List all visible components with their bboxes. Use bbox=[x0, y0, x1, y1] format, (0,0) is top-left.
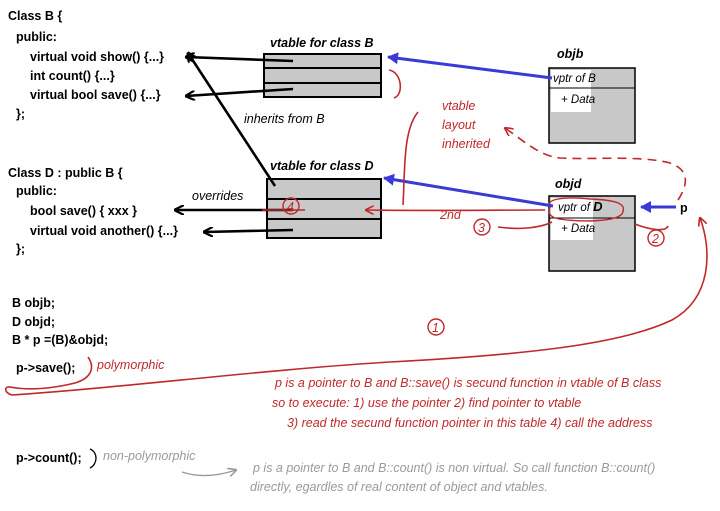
red-annotations bbox=[4, 111, 708, 396]
class-b-close: }; bbox=[16, 107, 25, 121]
poly-explanation-2: so to execute: 1) use the pointer 2) fin… bbox=[272, 396, 581, 410]
class-d-method-save: bool save() { xxx } bbox=[30, 204, 137, 218]
objb-vptr-label: vptr of B bbox=[553, 73, 596, 85]
decl-objd: D objd; bbox=[12, 315, 55, 329]
overrides-label: overrides bbox=[192, 189, 243, 203]
blue-arrows bbox=[383, 52, 676, 213]
step2-number: 2 bbox=[651, 232, 659, 246]
arrow-loop-p bbox=[4, 218, 708, 396]
step-markers: 4 3 2 1 bbox=[282, 197, 665, 336]
vtable-layout-line1: vtable bbox=[442, 99, 475, 113]
poly-label: polymorphic bbox=[96, 358, 165, 372]
vtable-d-title: vtable for class D bbox=[270, 159, 374, 173]
class-d-code: Class D : public B { public: bool save()… bbox=[8, 166, 178, 256]
arrow-objb-vptr bbox=[387, 52, 553, 80]
step1-circle bbox=[427, 318, 445, 336]
step3-number: 3 bbox=[478, 221, 485, 235]
arrow-objd-vptr bbox=[383, 173, 554, 208]
step4-number: 4 bbox=[287, 200, 294, 214]
class-d-access: public: bbox=[16, 184, 57, 198]
vtable-layout-line2: layout bbox=[442, 118, 476, 132]
layout-dashed-arc bbox=[505, 128, 687, 201]
vtable-layout-line3: inherited bbox=[442, 137, 491, 151]
objb-box bbox=[548, 67, 636, 144]
objd-data-label: + Data bbox=[561, 223, 595, 235]
vtable-b-bracket bbox=[388, 69, 402, 99]
nonpoly-arrow bbox=[181, 470, 236, 476]
class-b-method-count: int count() {...} bbox=[30, 69, 115, 83]
nonpoly-explanation-1: p is a pointer to B and B::count() is no… bbox=[252, 461, 655, 475]
step1-number: 1 bbox=[432, 321, 439, 335]
objd-vptr-label: vptr of D bbox=[558, 199, 603, 214]
layout-wavy-line bbox=[402, 111, 419, 206]
step2-circle bbox=[647, 229, 665, 247]
class-b-method-show: virtual void show() {...} bbox=[30, 50, 164, 64]
objd-box bbox=[548, 195, 636, 272]
arrow-another bbox=[204, 230, 294, 232]
inherits-label: inherits from B bbox=[244, 112, 325, 126]
decl-objb: B objb; bbox=[12, 296, 55, 310]
nonpoly-call-code: p->count(); bbox=[16, 451, 82, 465]
class-b-code: Class B { public: virtual void show() {.… bbox=[8, 9, 164, 121]
poly-call-code: p->save(); bbox=[16, 361, 75, 375]
objb-data-label: + Data bbox=[561, 94, 595, 106]
vtable-d-box bbox=[266, 178, 382, 239]
poly-explanation-1: p is a pointer to B and B::save() is sec… bbox=[274, 376, 661, 390]
step2-connector bbox=[634, 223, 669, 231]
poly-explanation-3: 3) read the secund function pointer in t… bbox=[287, 416, 653, 430]
objd-title: objd bbox=[555, 177, 582, 191]
arrow-vtb-save bbox=[186, 87, 294, 96]
class-b-header: Class B { bbox=[8, 9, 62, 23]
step3-circle bbox=[473, 218, 491, 236]
class-b-method-save: virtual bool save() {...} bbox=[30, 88, 161, 102]
class-b-access: public: bbox=[16, 30, 57, 44]
vtable-b-title: vtable for class B bbox=[270, 36, 374, 50]
arrow-inherits bbox=[188, 53, 277, 187]
class-d-header: Class D : public B { bbox=[8, 166, 123, 180]
pointer-p: p bbox=[680, 201, 688, 215]
class-d-close: }; bbox=[16, 242, 25, 256]
nonpoly-bracket bbox=[89, 448, 97, 469]
nonpoly-label: non-polymorphic bbox=[103, 449, 196, 463]
objb-title: objb bbox=[557, 47, 584, 61]
nonpoly-explanation-2: directly, egardles of real content of ob… bbox=[250, 480, 548, 494]
step3-connector bbox=[497, 221, 553, 230]
class-d-method-another: virtual void another() {...} bbox=[30, 224, 178, 238]
step4-circle bbox=[282, 197, 300, 215]
arrow-vtb-show bbox=[186, 57, 294, 61]
declarations: B objb; D objd; B * p =(B)&objd; bbox=[12, 296, 108, 347]
vptr-highlight bbox=[548, 197, 625, 222]
decl-pointer: B * p =(B)&objd; bbox=[12, 333, 108, 347]
second-label: 2nd bbox=[439, 208, 462, 222]
